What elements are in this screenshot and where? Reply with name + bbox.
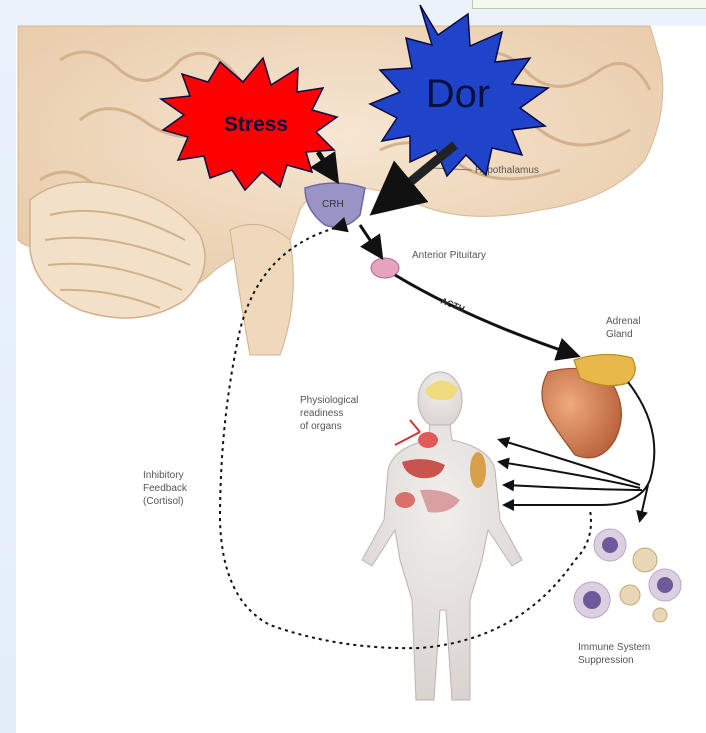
immune-label-line2: Suppression: [578, 655, 634, 666]
physio-label-line3: of organs: [300, 421, 342, 432]
immune-cells: [574, 529, 681, 622]
acth-arrow: [395, 275, 575, 355]
acth-label: ACTH: [439, 296, 466, 315]
human-body: [362, 372, 522, 700]
inhibitory-label-line1: Inhibitory: [143, 470, 184, 481]
pain-label: Dor: [426, 72, 490, 116]
pituitary-gland: [371, 258, 399, 278]
crh-label: CRH: [322, 199, 344, 210]
physio-label-line1: Physiological: [300, 395, 358, 406]
stress-label: Stress: [224, 113, 288, 136]
immune-label-line1: Immune System: [578, 642, 650, 653]
brainstem: [230, 224, 293, 355]
adrenal-gland: [542, 354, 635, 457]
anterior-pituitary-label: Anterior Pituitary: [412, 250, 486, 261]
inhibitory-label-line2: Feedback: [143, 483, 188, 494]
physio-label-line2: readiness: [300, 408, 343, 419]
inhibitory-label-line3: (Cortisol): [143, 496, 184, 507]
crh-to-pituitary-arrow: [360, 225, 380, 255]
adrenal-label-line2: Gland: [606, 329, 633, 340]
adrenal-label-line1: Adrenal: [606, 316, 640, 327]
